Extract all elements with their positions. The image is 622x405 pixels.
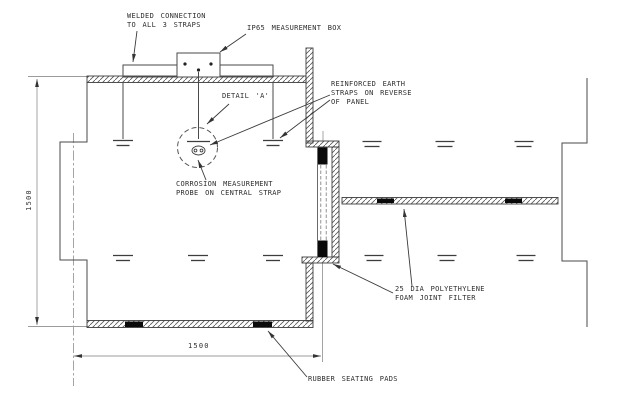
label-line: REINFORCED EARTH: [331, 80, 406, 88]
foam-joint-filter-label: 25 DIA POLYETHYLENE FOAM JOINT FILTER: [395, 285, 485, 303]
width-dimension-text: 1500: [188, 342, 210, 350]
reinforced-leader-right: [279, 99, 331, 139]
joint-pad-left: [377, 198, 394, 203]
corrosion-probe-label: CORROSION MEASUREMENT PROBE ON CENTRAL S…: [176, 180, 281, 198]
label-line: STRAPS ON REVERSE: [331, 89, 412, 97]
label-line: OF PANEL: [331, 98, 370, 106]
left-panel-edge-outline: [59, 82, 88, 321]
pads: [125, 198, 522, 327]
welded-connection-label: WELDED CONNECTION TO ALL 3 STRAPS: [127, 12, 206, 30]
foam-leader-vertical-joint: [332, 263, 394, 294]
rubber-pad-right: [253, 321, 272, 327]
joint-filter-block-bottom: [318, 240, 328, 257]
label-line: FOAM JOINT FILTER: [395, 294, 476, 302]
label-line: 25 DIA POLYETHYLENE: [395, 285, 485, 293]
corrosion-leader: [197, 159, 207, 181]
ip65-leader: [219, 33, 247, 53]
rubber-leader: [267, 330, 308, 378]
label-line: WELDED CONNECTION: [127, 12, 206, 20]
leader-lines: [132, 30, 413, 378]
joint-filter-block-top: [318, 147, 328, 165]
foam-leader-horizontal-joint: [402, 208, 413, 287]
label-line: PROBE ON CENTRAL STRAP: [176, 189, 282, 197]
label-line: CORROSION MEASUREMENT: [176, 180, 273, 188]
right-step-cap-lower: [301, 256, 340, 264]
horizontal-joint-bar: [341, 197, 559, 205]
right-wall-lower: [305, 262, 314, 322]
terminal-dot: [183, 62, 187, 66]
welded-leader: [132, 30, 138, 63]
height-dimension-text: 1500: [25, 189, 33, 211]
right-step-cap-upper: [305, 140, 340, 148]
joint-pad-right: [505, 198, 522, 203]
terminal-dots: [183, 62, 213, 72]
terminal-dot: [196, 68, 201, 72]
label-line: IP65 MEASUREMENT BOX: [247, 24, 342, 32]
detail-a-circle: [177, 127, 218, 168]
vertical-joint-filter: [317, 147, 328, 257]
right-wall-offset: [331, 146, 340, 258]
earth-strap-end-symbols: [113, 139, 536, 262]
rubber-seating-pads-label: RUBBER SEATING PADS: [308, 375, 398, 384]
probe-body: [191, 145, 206, 156]
panel-section-bars: [86, 47, 559, 328]
right-panel-edge-outline: [561, 78, 588, 327]
earth-strap-stems: [122, 72, 274, 139]
probe-electrode: [193, 148, 198, 153]
right-wall-upper: [305, 47, 314, 144]
detail-a-label: DETAIL 'A': [222, 92, 269, 101]
terminal-dot: [209, 62, 213, 66]
corrosion-probe: [191, 145, 206, 156]
label-line: DETAIL 'A': [222, 92, 270, 100]
rubber-pad-left: [125, 321, 143, 327]
label-line: TO ALL 3 STRAPS: [127, 21, 201, 29]
bottom-edge-bar: [86, 320, 314, 328]
detail-a-leader: [206, 103, 230, 125]
reinforced-straps-label: REINFORCED EARTH STRAPS ON REVERSE OF PA…: [331, 80, 412, 107]
dimension-lines: [28, 76, 324, 386]
reinforced-leader-central: [209, 94, 331, 146]
probe-electrode: [199, 148, 204, 153]
ip65-box-label: IP65 MEASUREMENT BOX: [247, 24, 341, 33]
label-line: RUBBER SEATING PADS: [308, 375, 398, 383]
